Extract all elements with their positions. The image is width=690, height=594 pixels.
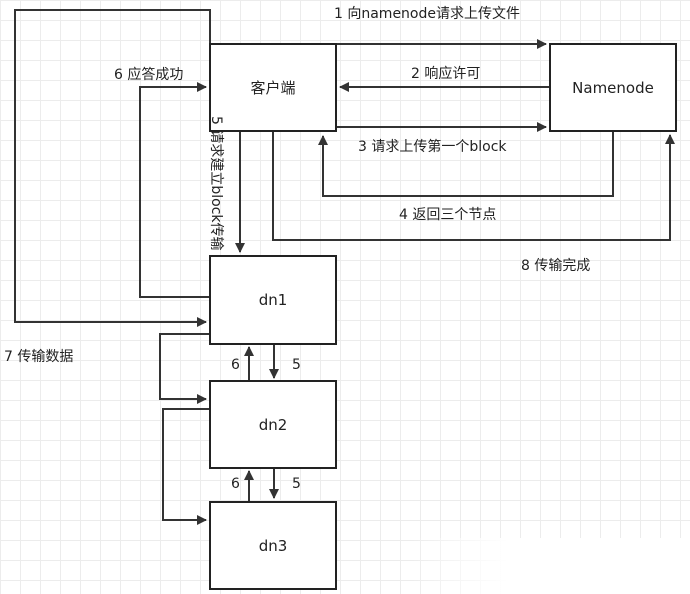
- bottom-right-fade: [410, 538, 690, 594]
- edge-4-return-nodes: [318, 131, 614, 197]
- node-dn1: dn1: [209, 255, 337, 345]
- edge-7-transfer-data: [14, 9, 211, 327]
- node-dn2-label: dn2: [259, 416, 288, 434]
- node-namenode: Namenode: [549, 43, 677, 132]
- edge-dn1-dn2-transfer: [159, 333, 210, 404]
- edge-label-1: 1 向namenode请求上传文件: [334, 6, 520, 22]
- edge-label-dn2-dn3-ack: 6: [231, 476, 240, 492]
- edge-dn2-dn3-transfer: [162, 408, 210, 525]
- node-client: 客户端: [209, 43, 337, 132]
- edge-label-dn2-dn3-request: 5: [292, 476, 301, 492]
- edge-8-transfer-complete: [272, 131, 675, 241]
- node-dn3-label: dn3: [259, 537, 288, 555]
- edge-label-dn1-dn2-ack: 6: [231, 357, 240, 373]
- edge-label-5: 5 请求建立block传输: [208, 116, 224, 251]
- edge-label-7: 7 传输数据: [4, 349, 73, 365]
- edge-label-dn1-dn2-request: 5: [292, 357, 301, 373]
- edge-6-ack-success: [139, 82, 210, 298]
- edge-label-2: 2 响应许可: [411, 65, 480, 82]
- node-dn3: dn3: [209, 501, 337, 590]
- edge-label-6: 6 应答成功: [114, 66, 183, 83]
- node-client-label: 客户端: [250, 79, 295, 97]
- node-namenode-label: Namenode: [572, 79, 654, 97]
- edge-label-8: 8 传输完成: [521, 258, 590, 274]
- node-dn2: dn2: [209, 380, 337, 469]
- edge-label-4: 4 返回三个节点: [399, 207, 496, 223]
- node-dn1-label: dn1: [259, 291, 288, 309]
- edge-label-3: 3 请求上传第一个block: [358, 138, 507, 155]
